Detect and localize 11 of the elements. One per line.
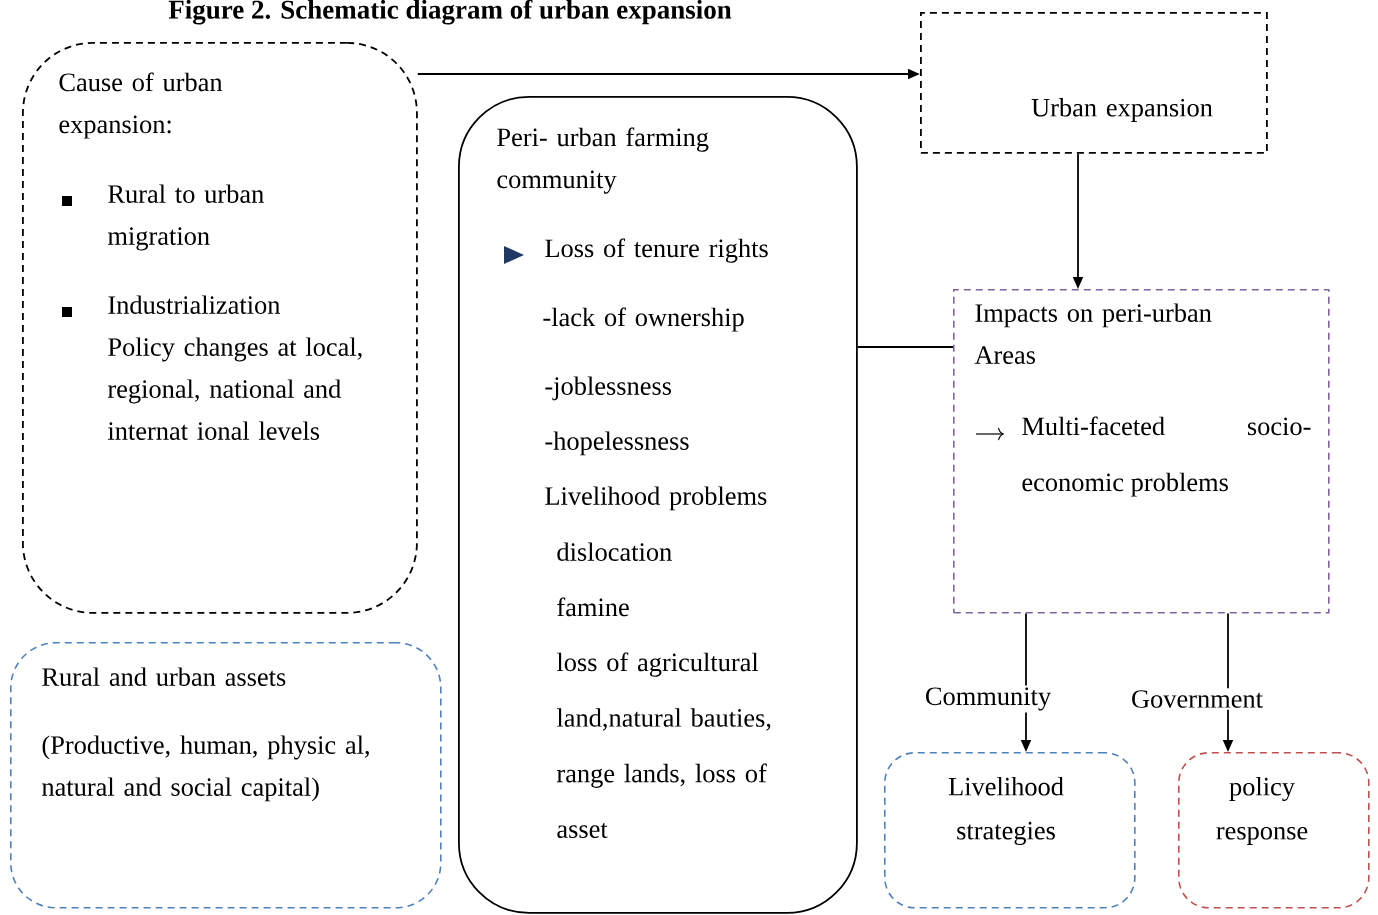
dashed-box: Impacts on peri-urban Areas Multi-faceted socio-economic problems: [953, 289, 1330, 614]
rounded-box: Rural and urban assets (Productive, human, physic al, natural and social capital): [10, 642, 442, 909]
dashed-box: Urban expansion: [920, 12, 1268, 154]
edge-label: Community: [922, 685, 1054, 713]
rounded-box: policy response: [1178, 752, 1370, 909]
figure-title: Figure 2. Schematic diagram of urban expansion: [168, 0, 732, 25]
rounded-box: Livelihood strategies: [884, 752, 1136, 909]
connector-line: [856, 346, 954, 348]
rounded-box: Peri- urban farming community Loss of tenure rights -lack of ownership -joblessness -hopelessness Livelihood problems dislocation famine loss of agricultural land,natural bauties, range lands, loss of asset: [458, 96, 858, 914]
edge-label: Government: [1129, 688, 1265, 710]
rounded-box: Cause of urban expansion: Rural to urban migration Industrialization Policy changes at local, regional, national and internat ional levels: [22, 42, 418, 614]
